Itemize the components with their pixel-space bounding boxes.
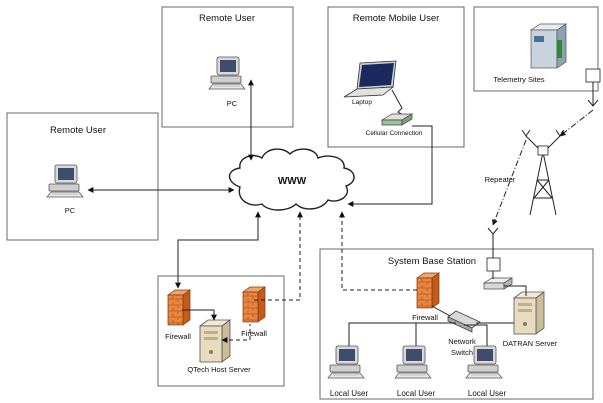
laptop-label: Laptop xyxy=(352,99,372,106)
switch-label-1: Network xyxy=(448,337,476,346)
remote-mobile-user-box: Remote Mobile User xyxy=(327,6,465,148)
server-icon xyxy=(513,291,545,335)
telemetry-repeater-link xyxy=(559,109,594,137)
repeater-tower-icon xyxy=(521,129,565,216)
local-user-label: Local User xyxy=(330,389,369,398)
qtech-firewall-server-link xyxy=(182,309,217,321)
local-user-label: Local User xyxy=(397,389,436,398)
remote-user-left-box: Remote User xyxy=(6,112,159,241)
telemetry-antenna-icon xyxy=(587,82,599,107)
telemetry-box xyxy=(473,6,599,92)
qtech-firewall2-www-link xyxy=(254,211,303,301)
remote-user-left-device-label: PC xyxy=(65,206,76,215)
telemetry-device-icon xyxy=(529,23,568,69)
firewall-icon xyxy=(416,272,440,309)
qtech-firewall-2-label: Firewall xyxy=(241,329,267,338)
internet-label: WWW xyxy=(278,176,307,187)
firewall-icon xyxy=(242,286,266,323)
repeater-label: Repeater xyxy=(485,175,516,184)
server-icon xyxy=(199,319,231,363)
datran-server-label: DATRAN Server xyxy=(503,339,558,348)
base-www-link xyxy=(339,211,417,291)
remote-user-left-title: Remote User xyxy=(50,125,106,136)
qtech-firewall-www-link xyxy=(175,211,261,289)
telemetry-label: Telemetry Sites xyxy=(493,75,545,84)
mobile-user-www-link xyxy=(347,125,433,207)
internet-cloud: WWW xyxy=(228,148,355,211)
base-firewall-label: Firewall xyxy=(412,313,438,322)
base-station-title: System Base Station xyxy=(388,256,476,267)
modem-server-link xyxy=(504,285,527,296)
base-radio-icon xyxy=(486,257,501,272)
repeater-base-link xyxy=(492,139,527,226)
local-user-label: Local User xyxy=(468,389,507,398)
switch-label-2: Switch xyxy=(451,348,473,357)
laptop-icon xyxy=(343,60,397,98)
qtech-firewall-1-label: Firewall xyxy=(165,332,191,341)
remote-mobile-user-title: Remote Mobile User xyxy=(353,13,440,24)
remote-user-top-device-label: PC xyxy=(227,99,238,108)
switch-local-users-bus xyxy=(348,322,488,346)
telemetry-radio-icon xyxy=(585,68,601,83)
qtech-server-firewall2-link xyxy=(221,324,251,343)
cellular-modem-icon xyxy=(380,113,414,126)
base-antenna-icon xyxy=(487,227,499,258)
qtech-server-label: QTech Host Server xyxy=(187,365,251,374)
base-firewall-switch-link xyxy=(431,305,451,317)
network-switch-icon xyxy=(447,310,481,333)
firewall-icon xyxy=(167,289,191,326)
remote-user-top-title: Remote User xyxy=(199,13,255,24)
cellular-connection-label: Cellular Connection xyxy=(366,130,423,137)
